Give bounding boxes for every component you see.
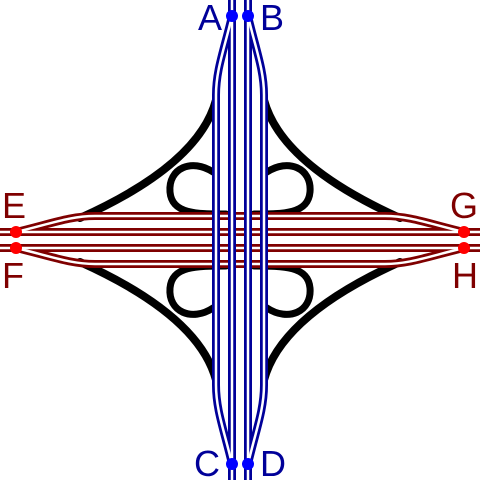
terminal-nodes <box>10 10 470 470</box>
label-c: C <box>194 443 220 480</box>
node-g <box>458 226 470 238</box>
ns-collector-right-core <box>246 14 266 466</box>
label-f: F <box>2 255 24 296</box>
node-c <box>226 458 238 470</box>
label-d: D <box>260 443 286 480</box>
label-g: G <box>450 185 478 226</box>
ew-collector-bottom-core <box>14 246 466 266</box>
ramp-outer-ne <box>260 96 404 222</box>
node-b <box>242 10 254 22</box>
loop-ramps <box>166 162 314 318</box>
ew-collector-top-core <box>14 214 466 234</box>
node-e <box>10 226 22 238</box>
label-b: B <box>260 0 284 38</box>
ramp-outer-se <box>260 258 404 384</box>
node-d <box>242 458 254 470</box>
node-h <box>458 242 470 254</box>
ramp-outer-sw <box>76 258 220 384</box>
outer-ramps <box>76 96 404 384</box>
ns-collector-left-core <box>214 14 234 466</box>
east-west-road <box>0 212 480 268</box>
north-south-road <box>212 0 268 480</box>
node-a <box>226 10 238 22</box>
label-h: H <box>452 255 478 296</box>
label-e: E <box>2 185 26 226</box>
label-a: A <box>198 0 222 38</box>
ramp-outer-nw <box>76 96 220 222</box>
node-f <box>10 242 22 254</box>
